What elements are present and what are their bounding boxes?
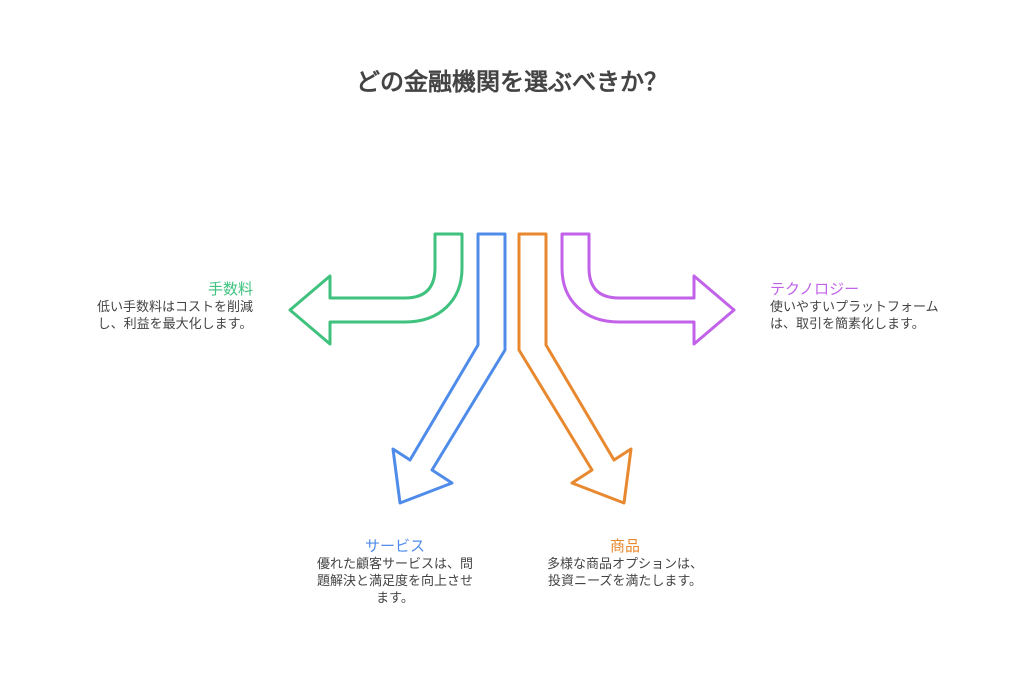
products-desc-1: 多様な商品オプションは、 <box>546 557 703 572</box>
service-label: サービス <box>364 537 425 555</box>
fees-desc-1: 低い手数料はコストを削減 <box>96 300 253 315</box>
products-block: 商品 多様な商品オプションは、 投資ニーズを満たします。 <box>525 537 725 590</box>
technology-block: テクノロジー 使いやすいプラットフォーム は、取引を簡素化します。 <box>770 280 939 333</box>
service-desc-3: ます。 <box>376 591 414 606</box>
technology-desc-2: は、取引を簡素化します。 <box>770 317 925 332</box>
fees-arrow <box>288 232 464 346</box>
service-desc-2: 題解決と満足度を向上させ <box>316 574 473 589</box>
products-label: 商品 <box>609 537 640 555</box>
products-desc-2: 投資ニーズを満たします。 <box>547 574 703 589</box>
fees-label: 手数料 <box>207 280 253 298</box>
technology-desc-1: 使いやすいプラットフォーム <box>770 300 939 315</box>
service-desc-1: 優れた顧客サービスは、問 <box>316 557 473 572</box>
diagram-title: どの金融機関を選ぶべきか？ <box>356 68 668 96</box>
fees-desc-2: し、利益を最大化します。 <box>97 317 253 332</box>
service-arrow <box>391 232 507 505</box>
service-block: サービス 優れた顧客サービスは、問 題解決と満足度を向上させ ます。 <box>295 537 495 607</box>
technology-label: テクノロジー <box>770 280 860 298</box>
technology-arrow <box>560 232 736 346</box>
products-arrow <box>517 232 633 505</box>
fees-block: 手数料 低い手数料はコストを削減 し、利益を最大化します。 <box>97 280 253 333</box>
